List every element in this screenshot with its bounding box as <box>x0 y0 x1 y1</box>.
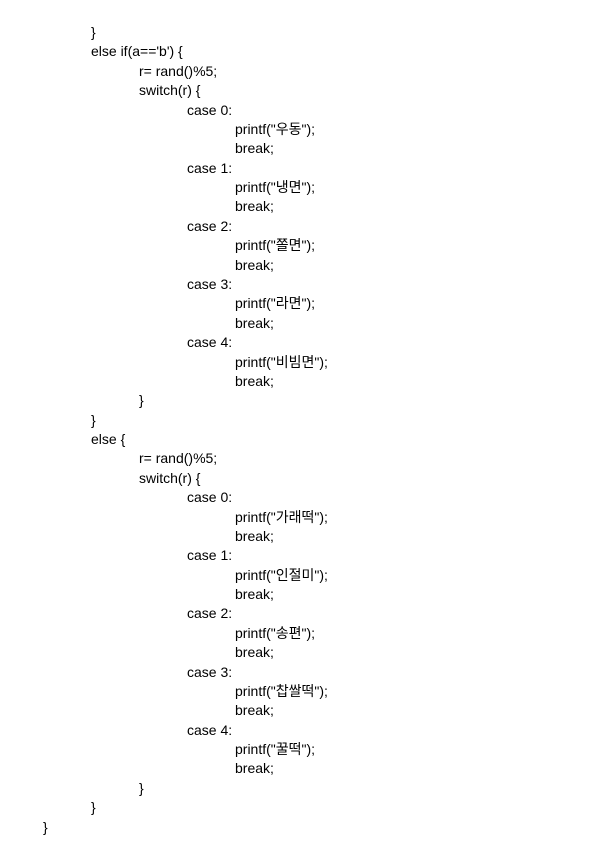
code-line: case 0: <box>187 489 233 506</box>
code-line: break; <box>235 527 274 544</box>
code-line: case 2: <box>187 217 233 234</box>
code-line: case 1: <box>187 547 233 564</box>
code-line: else { <box>91 431 126 447</box>
code-line: } <box>91 799 96 816</box>
code-line: } <box>91 24 96 40</box>
code-line: case 3: <box>187 275 233 292</box>
code-line: printf("쫄면"); <box>235 237 316 254</box>
code-line: case 3: <box>187 663 233 680</box>
code-line: r= rand()%5; <box>139 450 218 467</box>
code-line: break; <box>235 256 274 273</box>
code-line: r= rand()%5; <box>139 62 218 79</box>
code-line: break; <box>235 760 274 777</box>
code-line: } <box>139 392 144 409</box>
code-line: break; <box>235 372 274 389</box>
code-line: break; <box>235 586 274 602</box>
code-line: case 4: <box>187 721 233 738</box>
code-line: break; <box>235 314 274 331</box>
code-line: case 1: <box>187 159 233 176</box>
code-line: case 2: <box>187 605 233 622</box>
code-line: printf("가래떡"); <box>235 508 328 525</box>
code-line: printf("꿀떡"); <box>235 741 316 758</box>
code-line: printf("우동"); <box>235 120 316 137</box>
code-line: case 4: <box>187 334 233 351</box>
code-line: } <box>43 818 48 835</box>
code-line: else if(a=='b') { <box>91 43 183 60</box>
code-line: printf("비빔면"); <box>235 353 328 370</box>
code-line: switch(r) { <box>139 82 201 99</box>
code-line: break; <box>235 702 274 719</box>
code-line: printf("냉면"); <box>235 179 316 195</box>
code-line: switch(r) { <box>139 469 201 486</box>
code-line: printf("찹쌀떡"); <box>235 682 328 699</box>
code-line: } <box>91 411 96 428</box>
code-line: break; <box>235 198 274 215</box>
code-line: printf("라면"); <box>235 295 316 312</box>
code-line: break; <box>235 140 274 157</box>
code-line: break; <box>235 644 274 661</box>
code-line: case 0: <box>187 101 233 118</box>
code-line: printf("송편"); <box>235 624 316 641</box>
code-line: printf("인절미"); <box>235 566 328 583</box>
code-line: } <box>139 779 144 796</box>
